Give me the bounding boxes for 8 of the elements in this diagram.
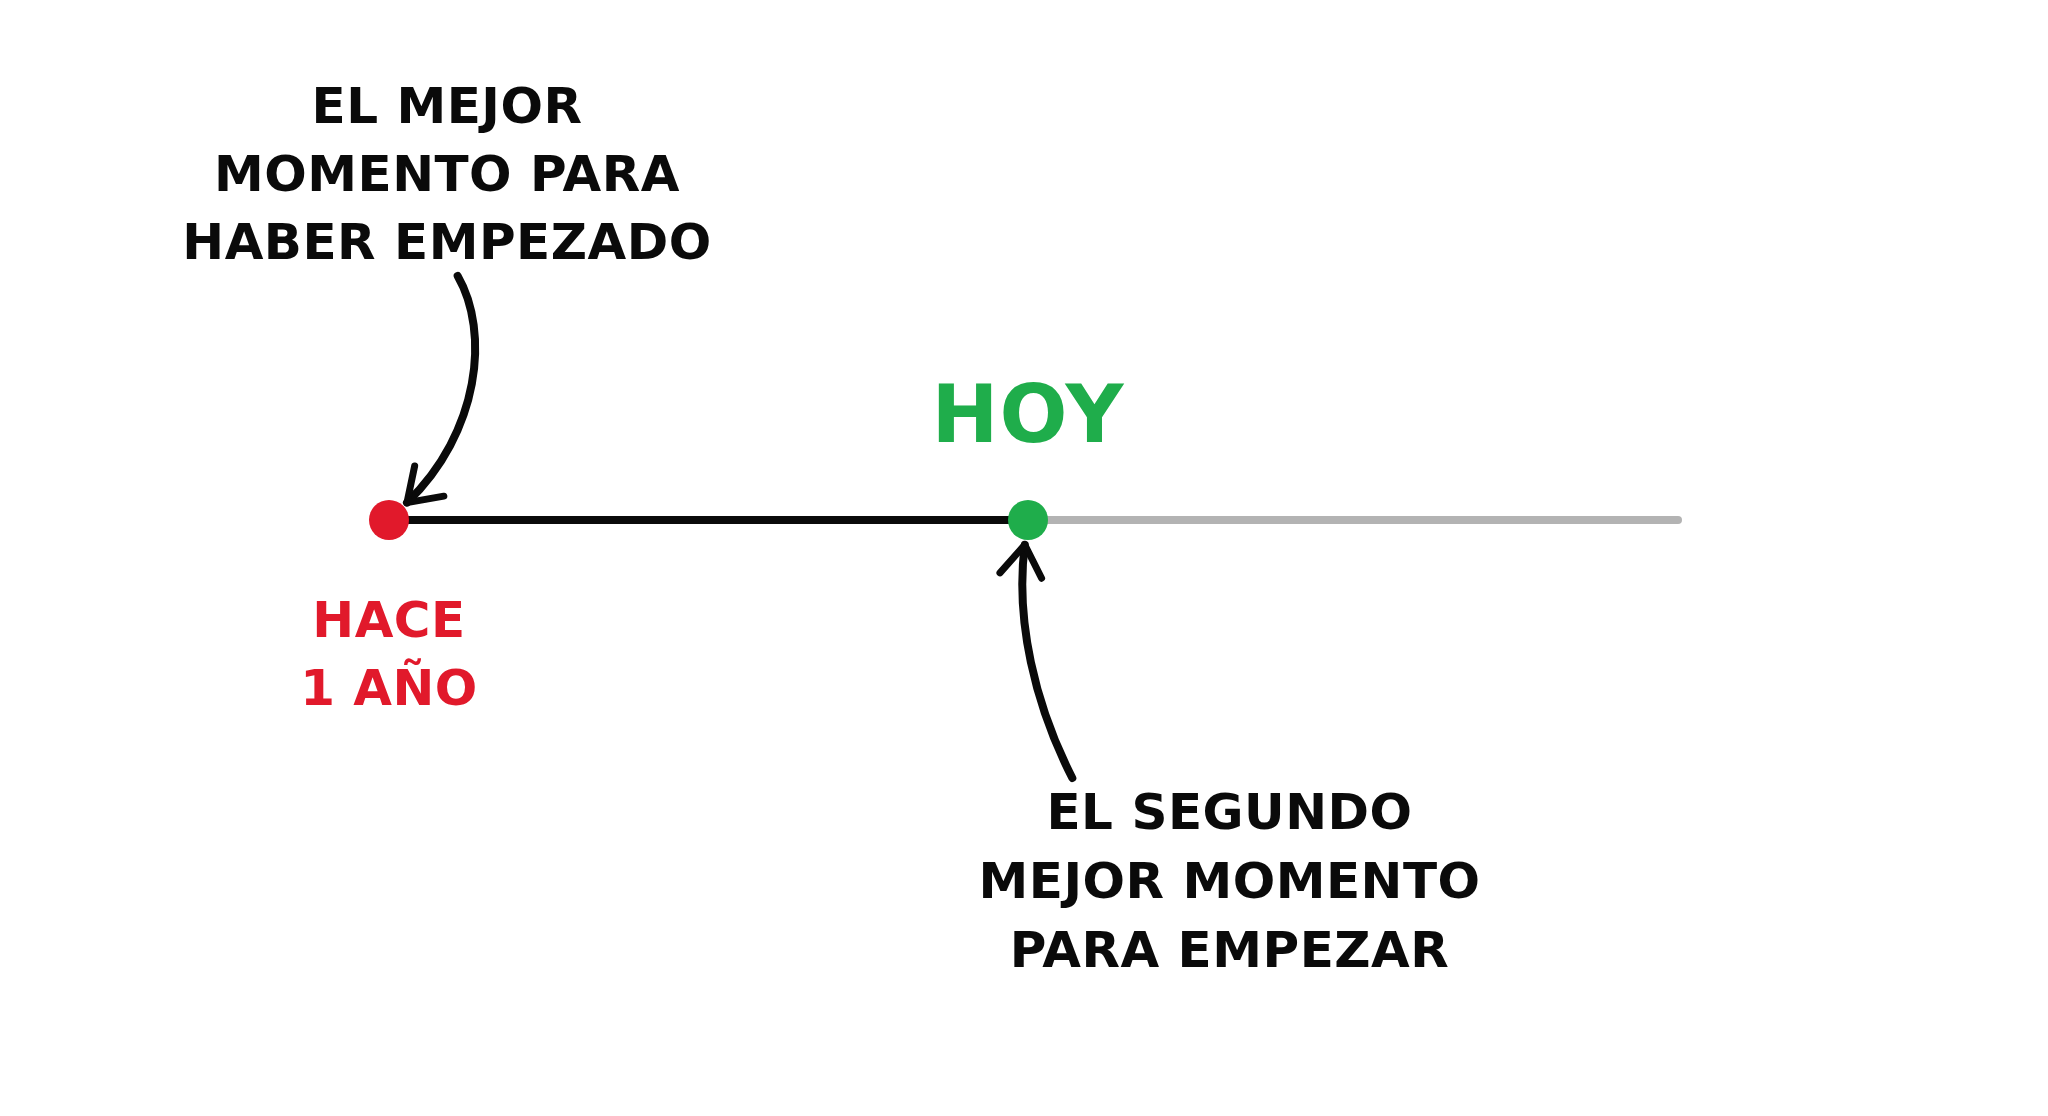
timeline-dot xyxy=(1008,500,1048,540)
callout-text: EL MEJOR MOMENTO PARA HABER EMPEZADO xyxy=(180,72,714,276)
today-label: HOY xyxy=(930,370,1126,460)
timeline-dot xyxy=(369,500,409,540)
curved-arrow xyxy=(402,272,480,507)
callout-text: EL SEGUNDO MEJOR MOMENTO PARA EMPEZAR xyxy=(976,778,1483,985)
past-date-label: HACE 1 AÑO xyxy=(299,590,479,719)
curved-arrow xyxy=(997,540,1077,782)
